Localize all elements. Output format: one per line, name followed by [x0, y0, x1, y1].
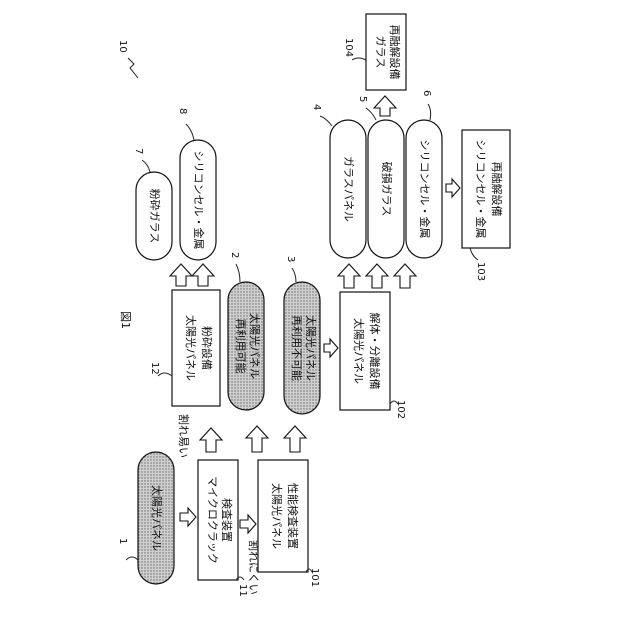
ref-3-leader	[292, 268, 296, 282]
arrow-dismantle-to-glasspanel	[338, 264, 360, 288]
node-dismantle-label1: 太陽光パネル	[352, 318, 366, 384]
arrow-crack-to-perf	[240, 515, 256, 533]
arrow-dismantle-to-siliconB	[394, 264, 416, 288]
ref-system-leader	[128, 58, 138, 78]
node-crushed-glass-label: 粉砕ガラス	[148, 189, 162, 244]
ref-4: 4	[311, 104, 322, 110]
ref-2-leader	[236, 264, 240, 282]
ref-104: 104	[343, 38, 354, 57]
arrow-siliconB-to-siremelt	[446, 179, 460, 197]
ref-8-leader	[186, 124, 194, 140]
arrow-crush-to-siliconA	[192, 264, 214, 286]
node-crack-device-label1: マイクロクラック	[206, 476, 219, 564]
arrow-perf-to-notreusable	[284, 426, 306, 452]
arrow-perf-to-reusable	[246, 426, 268, 452]
arrow-dismantle-to-brokenglass	[366, 264, 388, 288]
ref-6-leader	[428, 104, 431, 120]
ref-4-leader	[320, 116, 332, 126]
ref-1: 1	[117, 538, 128, 544]
ref-6: 6	[421, 90, 432, 96]
node-glass-remelt-label1: ガラス	[374, 36, 387, 69]
node-not-reusable-label1: 再利用不可能	[290, 315, 304, 381]
node-solar-panel-label: 太陽光パネル	[150, 485, 164, 551]
node-si-remelt-label2: 再融解設備	[490, 162, 504, 217]
ref-12: 12	[149, 362, 160, 375]
label-easy-break: 割れ易い	[177, 414, 191, 458]
ref-11: 11	[237, 584, 248, 597]
ref-7: 7	[133, 148, 144, 154]
node-crush-device-label1: 太陽光パネル	[184, 315, 198, 381]
ref-system: 10	[117, 40, 128, 53]
node-dismantle-label2: 解体・分離設備	[368, 313, 382, 390]
node-reusable-label2: 太陽光パネル	[248, 313, 262, 379]
node-perf-device-label1: 太陽光パネル	[270, 483, 284, 549]
node-silicon-metal-a-label: シリコンセル・金属	[192, 151, 206, 250]
ref-7-leader	[142, 160, 150, 172]
ref-3: 3	[285, 256, 296, 262]
ref-103-leader	[470, 248, 478, 260]
ref-5: 5	[357, 96, 368, 102]
node-perf-device-label2: 性能検査装置	[286, 483, 300, 549]
node-glass-remelt-label2: 再融解設備	[388, 25, 402, 80]
node-crack-device-label2: 検査装置	[220, 498, 234, 542]
arrow-crack-to-crush	[200, 428, 222, 452]
node-not-reusable-label2: 太陽光パネル	[304, 315, 318, 381]
arrow-notreusable-to-dismantle	[324, 339, 338, 357]
ref-104-leader	[352, 58, 366, 60]
node-broken-glass-label: 破損ガラス	[380, 162, 394, 217]
node-reusable-label1: 再利用可能	[234, 319, 248, 374]
ref-103: 103	[475, 262, 486, 281]
figure-title: 図1	[119, 311, 132, 329]
node-crush-device-label2: 粉砕設備	[200, 326, 214, 370]
node-silicon-metal-b-label: シリコンセル・金属	[418, 140, 432, 239]
ref-8: 8	[177, 108, 188, 114]
node-glass-panel-label: ガラスパネル	[342, 156, 355, 222]
ref-1-leader	[126, 557, 138, 560]
ref-5-leader	[366, 108, 376, 120]
node-si-remelt-label1: シリコンセル・金属	[474, 140, 488, 239]
arrow-panel-to-crack	[180, 508, 196, 526]
arrow-crush-to-crushedglass	[170, 264, 192, 286]
arrow-brokenglass-to-glassremelt	[374, 96, 396, 116]
ref-101: 101	[309, 568, 320, 587]
ref-2: 2	[229, 252, 240, 258]
